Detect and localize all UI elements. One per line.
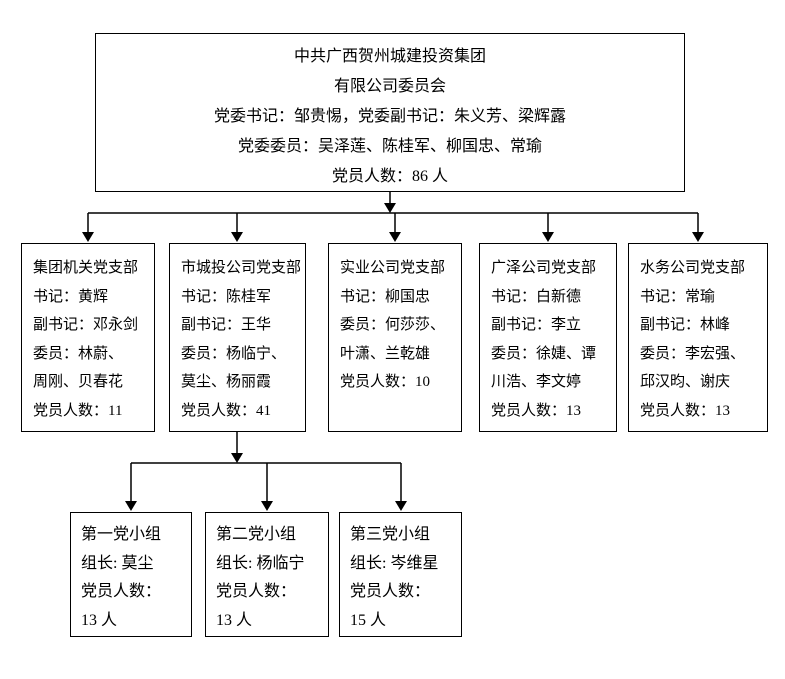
branch-members-line-1: 委员：何莎莎、 xyxy=(340,317,446,333)
branch-title: 水务公司党支部 xyxy=(640,260,746,276)
branch-members-line-1: 委员：徐婕、谭 xyxy=(491,345,597,362)
group-leader: 组长: 岑维星 xyxy=(350,554,439,572)
group-title: 第一党小组 xyxy=(81,526,162,543)
group-box-3: 第三党小组 组长: 岑维星 党员人数： 15 人 xyxy=(339,512,462,637)
branch-secretary: 书记：常瑜 xyxy=(640,288,716,305)
branch-members-line-1: 委员：杨临宁、 xyxy=(181,345,287,362)
group-member-count-label: 党员人数： xyxy=(81,583,162,600)
branch-member-count: 党员人数：13 xyxy=(491,402,582,419)
branch-members-line-1: 委员：李宏强、 xyxy=(640,345,746,362)
branch-secretary: 书记：柳国忠 xyxy=(340,288,431,305)
branch-member-count: 党员人数：13 xyxy=(640,402,731,419)
branch-secretary: 书记：白新德 xyxy=(491,288,582,305)
branch-deputy-secretary: 副书记：李立 xyxy=(491,317,582,333)
branch-secretary: 书记：陈桂军 xyxy=(181,288,272,305)
branch-members-line-2: 川浩、李文婷 xyxy=(491,374,582,390)
branch-member-count: 党员人数：10 xyxy=(340,374,431,390)
branch-box-water: 水务公司党支部 书记：常瑜 副书记：林峰 委员：李宏强、 邱汉昀、谢庆 党员人数… xyxy=(628,243,768,432)
branch-title: 市城投公司党支部 xyxy=(181,260,302,276)
branch-deputy-secretary: 副书记：王华 xyxy=(181,317,272,333)
branch-members-line-1: 委员：林蔚、 xyxy=(33,345,124,362)
branch-title: 实业公司党支部 xyxy=(340,260,446,276)
root-secretaries-line: 党委书记：邹贵惕，党委副书记：朱义芳、梁辉露 xyxy=(213,108,566,125)
branch-members-line-2: 叶潇、兰乾雄 xyxy=(340,345,431,362)
branch-box-industrial: 实业公司党支部 书记：柳国忠 委员：何莎莎、 叶潇、兰乾雄 党员人数：10 xyxy=(328,243,462,432)
branch-title: 集团机关党支部 xyxy=(33,260,139,276)
branch-box-group-office: 集团机关党支部 书记：黄辉 副书记：邓永剑 委员：林蔚、 周刚、贝春花 党员人数… xyxy=(21,243,155,432)
branch-deputy-secretary: 副书记：邓永剑 xyxy=(33,317,139,333)
group-leader: 组长: 杨临宁 xyxy=(216,554,305,572)
group-leader: 组长: 莫尘 xyxy=(81,554,154,572)
group-title: 第二党小组 xyxy=(216,526,297,543)
branch-members-line-2: 邱汉昀、谢庆 xyxy=(640,374,731,390)
branch-members-line-2: 莫尘、杨丽霞 xyxy=(181,374,272,390)
branch-member-count: 党员人数：11 xyxy=(33,402,123,419)
root-members-line: 党委委员：吴泽莲、陈桂军、柳国忠、常瑜 xyxy=(237,138,542,155)
root-committee-box: 中共广西贺州城建投资集团 有限公司委员会 党委书记：邹贵惕，党委副书记：朱义芳、… xyxy=(95,33,685,192)
group-member-count-value: 13 人 xyxy=(81,611,118,629)
group-member-count-label: 党员人数： xyxy=(216,583,297,600)
group-member-count-value: 13 人 xyxy=(216,611,253,629)
root-title-line-1: 中共广西贺州城建投资集团 xyxy=(293,48,486,65)
root-member-count-line: 党员人数：86 人 xyxy=(331,168,448,185)
branch-box-guangze: 广泽公司党支部 书记：白新德 副书记：李立 委员：徐婕、谭 川浩、李文婷 党员人… xyxy=(479,243,617,432)
branch-box-city-investment: 市城投公司党支部 书记：陈桂军 副书记：王华 委员：杨临宁、 莫尘、杨丽霞 党员… xyxy=(169,243,306,432)
branch-deputy-secretary: 副书记：林峰 xyxy=(640,317,731,333)
group-box-1: 第一党小组 组长: 莫尘 党员人数： 13 人 xyxy=(70,512,192,637)
group-member-count-value: 15 人 xyxy=(350,611,387,629)
branch-member-count: 党员人数：41 xyxy=(181,402,272,419)
root-title-line-2: 有限公司委员会 xyxy=(333,78,446,95)
branch-secretary: 书记：黄辉 xyxy=(33,288,109,305)
branch-title: 广泽公司党支部 xyxy=(491,260,597,276)
group-box-2: 第二党小组 组长: 杨临宁 党员人数： 13 人 xyxy=(205,512,329,637)
group-title: 第三党小组 xyxy=(350,526,431,543)
group-member-count-label: 党员人数： xyxy=(350,583,431,600)
branch-members-line-2: 周刚、贝春花 xyxy=(33,374,124,390)
